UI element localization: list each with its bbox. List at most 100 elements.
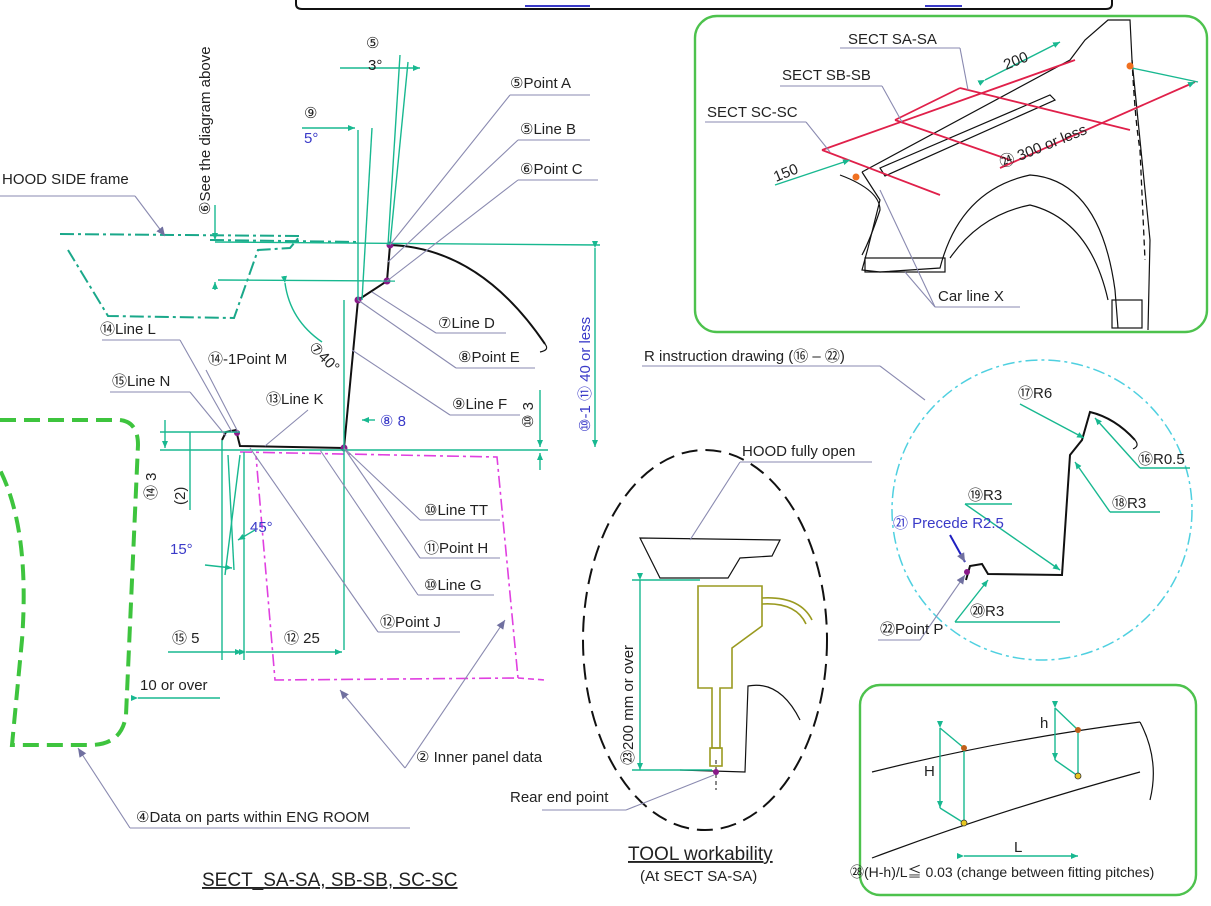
dim-5deg-label: 5°	[304, 130, 318, 147]
dim-15deg-label: 15°	[170, 541, 193, 558]
overview-point-bottom	[852, 173, 860, 181]
dim-10-3-label: ⑩ 3	[520, 402, 537, 428]
line-d-label: ⑦Line D	[438, 315, 495, 332]
pitch-h-big-label: H	[924, 763, 935, 780]
leader-line-d	[371, 291, 437, 334]
point-e-label: ⑧Point E	[458, 349, 520, 366]
overview-frame	[693, 14, 1209, 334]
pitch-curve-top	[871, 721, 1141, 773]
dim-25-label: ⑫ 25	[284, 630, 320, 647]
leader-line-g	[319, 449, 419, 596]
pitch-l-label: L	[1014, 839, 1022, 856]
pitch-formula: ㉘(H-h)/L≦ 0.03 (change between fitting p…	[850, 864, 1154, 880]
line-b-label: ⑤Line B	[520, 121, 576, 138]
dim-150-arrow	[774, 159, 851, 186]
line-k-label: ⑬Line K	[266, 391, 324, 408]
leader-r6	[1019, 403, 1085, 439]
leader-r3-18	[1074, 461, 1111, 513]
leader-eng-room	[77, 747, 131, 829]
pitch-curve-end	[1139, 721, 1154, 801]
pitch-curve-bottom	[871, 771, 1141, 859]
leader-car-line-1	[879, 189, 936, 308]
point-m-label: ⑭-1Point M	[208, 351, 287, 368]
precede-label: ㉑ Precede R2.5	[893, 515, 1004, 532]
line-tt-label: ⑩Line TT	[424, 502, 488, 519]
hood-side-frame-outline	[59, 233, 303, 320]
inner-panel-label: ② Inner panel data	[416, 749, 543, 766]
hood-open-label: HOOD fully open	[742, 443, 855, 460]
dim-200mm-label: ㉓200 mm or over	[620, 645, 637, 765]
profile-hook	[539, 343, 548, 353]
dim-small-h-ext-2	[1054, 759, 1079, 777]
line-g-label: ⑩Line G	[424, 577, 482, 594]
dim-big-h-ext	[939, 727, 965, 749]
point-h-label: ⑪Point H	[424, 540, 488, 557]
sect-sb-line	[894, 119, 1011, 161]
line-n-label: ⑮Line N	[112, 373, 170, 390]
ten-or-over-label: 10 or over	[140, 677, 208, 694]
dim-3deg-line-2	[389, 61, 409, 246]
inner-panel-outline	[239, 451, 519, 681]
main-section: ⑥See the diagram above HOOD SIDE frame ⑤…	[0, 35, 601, 891]
sect-sc-line	[821, 149, 941, 196]
point-j-label: ⑫Point J	[380, 614, 441, 631]
leader-line-l	[179, 339, 233, 433]
num-9-label: ⑨	[304, 105, 317, 122]
point-p-marker	[964, 569, 970, 575]
sect-sa-line	[959, 87, 1131, 131]
line-l-label: ⑭Line L	[100, 321, 156, 338]
tool-tip	[709, 747, 723, 767]
dim-300-red-line	[999, 81, 1196, 169]
tool-ellipse	[582, 449, 828, 831]
dim-big-h-ext-2	[939, 807, 965, 824]
fender-lower-edge	[861, 171, 1119, 329]
dim-45-label: 45°	[250, 519, 273, 536]
leader-r-title	[879, 365, 926, 401]
leader-inner-panel-1	[404, 619, 506, 769]
leader-line-n	[189, 391, 227, 437]
fender-front	[839, 174, 881, 256]
dim-baseline-c	[217, 279, 396, 282]
dim-3deg-label: 3°	[368, 57, 382, 74]
eng-room-label: ④Data on parts within ENG ROOM	[136, 809, 370, 826]
hood-open-shape	[639, 537, 781, 579]
dim-40deg-arc	[281, 275, 323, 343]
eng-room-box	[0, 418, 141, 747]
dim-3deg-line	[387, 54, 401, 246]
dim-45-arrow	[237, 529, 256, 541]
pitch-frame	[858, 683, 1198, 897]
leader-hood-open	[689, 461, 741, 541]
tool-cable-2	[761, 603, 807, 625]
dim-14-3-label: ⑭ 3	[143, 472, 160, 500]
dim-8-label: ⑧ 8	[380, 413, 406, 430]
rear-end-marker	[713, 769, 719, 775]
dim-300-label: ㉔ 300 or less	[997, 121, 1089, 171]
r05-label: ⑯R0.5	[1138, 451, 1185, 468]
leader-r05	[1094, 417, 1141, 469]
leader-sect-sa	[959, 47, 969, 91]
leader-line-b	[387, 139, 519, 263]
r3-20-label: ⑳R3	[970, 603, 1004, 620]
r-instruction-panel: R instruction drawing (⑯ ‒ ㉒) ⑰R6 ⑯R0.5 …	[642, 348, 1193, 661]
leader-line-tt	[343, 447, 421, 521]
pitch-panel: H h L ㉘(H-h)/L≦ 0.03 (change between fit…	[850, 683, 1198, 897]
point-c-label: ⑥Point C	[520, 161, 583, 178]
tool-outline	[697, 585, 763, 749]
rear-end-label: Rear end point	[510, 789, 609, 806]
fender-rear-bracket	[1111, 299, 1143, 329]
leader-car-line-2	[904, 271, 936, 308]
leader-r3-20	[954, 579, 989, 623]
tool-title: TOOL workability	[628, 844, 773, 865]
tool-part-profile	[679, 684, 801, 773]
see-diagram-label: ⑥See the diagram above	[197, 46, 214, 215]
pitch-point-2	[960, 819, 968, 827]
hood-side-frame-label: HOOD SIDE frame	[2, 171, 129, 188]
r-instruction-title: R instruction drawing (⑯ ‒ ㉒)	[644, 348, 845, 365]
sect-caption: SECT_SA-SA, SB-SB, SC-SC	[202, 870, 458, 891]
tool-subtitle: (At SECT SA-SA)	[640, 868, 757, 885]
dim-2-label: (2)	[172, 487, 189, 505]
sect-sa-label: SECT SA-SA	[848, 31, 937, 48]
dim-5deg-line	[361, 127, 373, 301]
r-instruction-circle	[891, 359, 1193, 661]
pitch-point-3	[1075, 727, 1081, 733]
